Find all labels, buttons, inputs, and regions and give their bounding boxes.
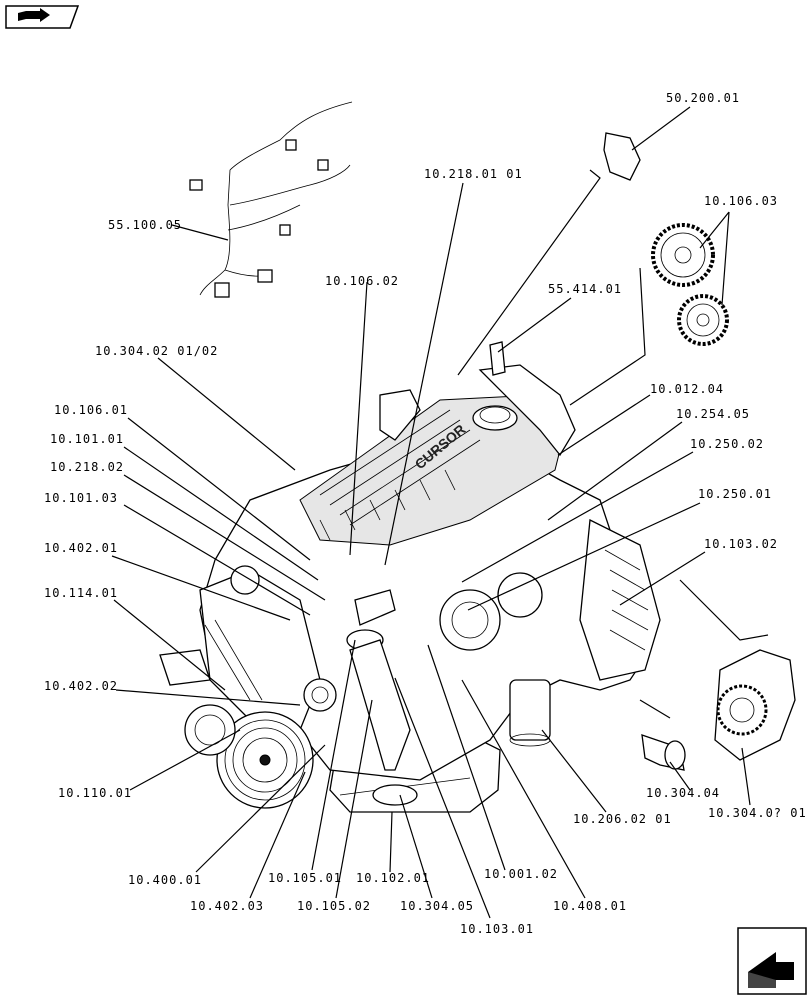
label-10-304-04: 10.304.04: [646, 786, 720, 800]
book-arrow-icon[interactable]: [5, 5, 80, 29]
leader-lines: [111, 106, 769, 919]
breather-drawing: [489, 341, 506, 376]
label-10-105-02: 10.105.02: [297, 899, 371, 913]
next-page-arrow-icon[interactable]: [737, 927, 807, 995]
label-10-012-04: 10.012.04: [650, 382, 724, 396]
label-10-218-02: 10.218.02: [50, 460, 124, 474]
label-10-304-05: 10.304.05: [400, 899, 474, 913]
label-10-103-01: 10.103.01: [460, 922, 534, 936]
label-55-100-05: 55.100.05: [108, 218, 182, 232]
label-10-402-03: 10.402.03: [190, 899, 264, 913]
label-10-218-01-01: 10.218.01 01: [424, 167, 523, 181]
relief-valve-drawing: [641, 734, 686, 771]
label-10-254-05: 10.254.05: [676, 407, 750, 421]
label-10-402-01: 10.402.01: [44, 541, 118, 555]
label-10-402-02: 10.402.02: [44, 679, 118, 693]
label-10-106-01: 10.106.01: [54, 403, 128, 417]
timing-gears-drawing: [651, 223, 729, 346]
label-10-103-02: 10.103.02: [704, 537, 778, 551]
label-10-106-03: 10.106.03: [704, 194, 778, 208]
label-10-114-01: 10.114.01: [44, 586, 118, 600]
label-10-206-02-01: 10.206.02 01: [573, 812, 672, 826]
engine-block-drawing: CURSOR: [159, 364, 661, 813]
label-10-304-0x-01: 10.304.0? 01: [708, 806, 807, 820]
label-50-200-01: 50.200.01: [666, 91, 740, 105]
label-10-101-03: 10.101.03: [44, 491, 118, 505]
label-10-304-02-01-02: 10.304.02 01/02: [95, 344, 218, 358]
label-55-414-01: 55.414.01: [548, 282, 622, 296]
label-10-110-01: 10.110.01: [58, 786, 132, 800]
label-10-101-01: 10.101.01: [50, 432, 124, 446]
label-10-408-01: 10.408.01: [553, 899, 627, 913]
label-10-105-01: 10.105.01: [268, 871, 342, 885]
label-10-250-02: 10.250.02: [690, 437, 764, 451]
cover-plate-drawing: [603, 132, 641, 181]
label-10-001-02: 10.001.02: [484, 867, 558, 881]
label-10-102-01: 10.102.01: [356, 871, 430, 885]
wiring-harness-drawing: [189, 101, 353, 298]
oil-pump-drawing: [714, 649, 796, 761]
label-10-250-01: 10.250.01: [698, 487, 772, 501]
label-10-106-02: 10.106.02: [325, 274, 399, 288]
label-10-400-01: 10.400.01: [128, 873, 202, 887]
part-labels: 50.200.01 10.106.03 10.218.01 01 55.100.…: [44, 91, 807, 936]
